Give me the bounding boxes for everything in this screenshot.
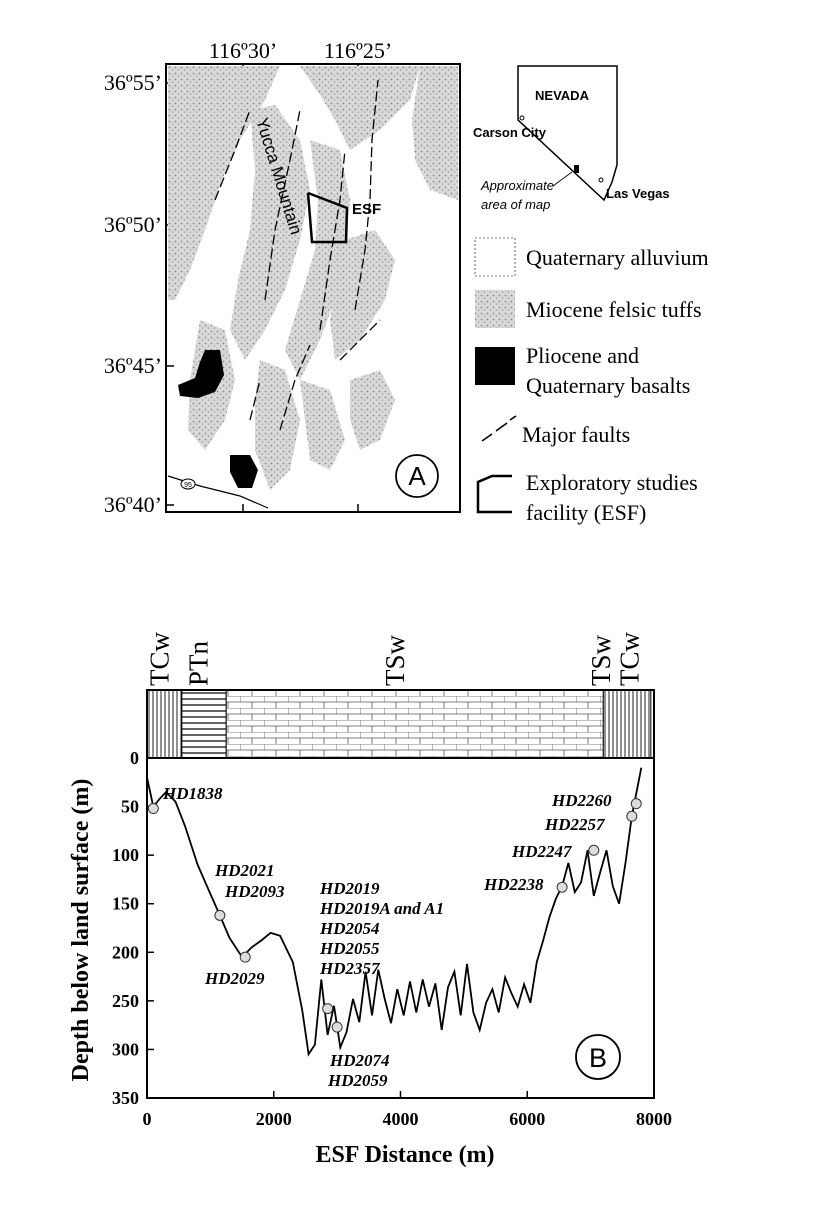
panel-b-label: B bbox=[589, 1043, 607, 1073]
panel-a: 116º30’ 116º25’ 36º55’ 36º50’ 36º45’ 36º… bbox=[104, 38, 709, 525]
inset-note: Approximate bbox=[480, 178, 554, 193]
x-tick-label: 4000 bbox=[383, 1109, 419, 1129]
y-axis-title: Depth below land surface (m) bbox=[68, 779, 94, 1082]
legend-label: Miocene felsic tuffs bbox=[526, 297, 702, 322]
y-tick-label: 300 bbox=[112, 1039, 139, 1059]
sample-label: HD2257 bbox=[544, 815, 606, 834]
legend-label: Major faults bbox=[522, 422, 630, 447]
x-tick-label: 2000 bbox=[256, 1109, 292, 1129]
strat-unit bbox=[225, 689, 604, 759]
legend-label: Pliocene and bbox=[526, 343, 639, 368]
lat-label: 36º50’ bbox=[104, 212, 162, 237]
legend-swatch-tuffs bbox=[475, 290, 515, 328]
sample-point bbox=[626, 810, 638, 822]
faults bbox=[214, 79, 381, 431]
legend-label: Quaternary basalts bbox=[526, 373, 690, 398]
inset-city-label: Carson City bbox=[473, 125, 547, 140]
x-tick-label: 8000 bbox=[636, 1109, 672, 1129]
lat-label: 36º45’ bbox=[104, 353, 162, 378]
sample-point bbox=[214, 909, 226, 921]
inset-note: area of map bbox=[481, 197, 550, 212]
legend-label: Quaternary alluvium bbox=[526, 245, 709, 270]
lon-label: 116º30’ bbox=[209, 38, 277, 63]
sample-label: HD1838 bbox=[162, 784, 223, 803]
sample-labels: HD1838 HD2021 HD2093 HD2019 HD2019A and … bbox=[162, 784, 612, 1090]
legend-esf-symbol bbox=[476, 474, 512, 514]
sample-label: HD2019 bbox=[319, 879, 380, 898]
y-tick-label: 100 bbox=[112, 845, 139, 865]
sample-point bbox=[239, 951, 251, 963]
map-legend: Quaternary alluvium Miocene felsic tuffs… bbox=[474, 237, 709, 525]
sample-point bbox=[588, 844, 600, 856]
x-axis-title: ESF Distance (m) bbox=[315, 1142, 494, 1168]
sample-point bbox=[630, 798, 642, 810]
depth-profile-line bbox=[146, 767, 643, 1057]
sample-label: HD2093 bbox=[224, 882, 285, 901]
nevada-inset: NEVADA Carson City Las Vegas Approximate… bbox=[473, 65, 670, 212]
unit-label: PTn bbox=[184, 640, 214, 686]
strat-unit bbox=[602, 689, 652, 759]
sample-point bbox=[147, 803, 159, 815]
sample-label: HD2247 bbox=[511, 842, 573, 861]
sample-label: HD2055 bbox=[319, 939, 380, 958]
inset-state-label: NEVADA bbox=[535, 88, 590, 103]
sample-points bbox=[147, 798, 642, 1033]
lat-label: 36º40’ bbox=[104, 492, 162, 517]
sample-label: HD2019A and A1 bbox=[319, 899, 444, 918]
sample-label: HD2074 bbox=[329, 1051, 390, 1070]
sample-label: HD2357 bbox=[319, 959, 381, 978]
y-tick-label: 250 bbox=[112, 991, 139, 1011]
unit-label: TSw bbox=[586, 634, 616, 686]
inset-city-label: Las Vegas bbox=[606, 186, 670, 201]
stratigraphic-column bbox=[146, 689, 652, 759]
y-tick-label: 0 bbox=[130, 748, 139, 768]
legend-label: Exploratory studies bbox=[526, 470, 698, 495]
tuff-outcrops bbox=[168, 66, 458, 490]
sample-label: HD2054 bbox=[319, 919, 380, 938]
y-tick-label: 200 bbox=[112, 942, 139, 962]
legend-fault-symbol bbox=[481, 415, 517, 442]
sample-point bbox=[331, 1021, 343, 1033]
sample-label: HD2029 bbox=[204, 969, 265, 988]
sample-point bbox=[556, 881, 568, 893]
y-tick-label: 50 bbox=[121, 797, 139, 817]
panel-a-label: A bbox=[408, 461, 426, 491]
highway-label: 95 bbox=[184, 482, 192, 489]
panel-b-label-circle bbox=[575, 1034, 621, 1080]
sample-label: HD2059 bbox=[327, 1071, 388, 1090]
unit-label: TSw bbox=[380, 634, 410, 686]
panel-a-label-circle bbox=[395, 454, 439, 498]
legend-swatch-basalts bbox=[475, 347, 515, 385]
strat-unit bbox=[146, 689, 183, 759]
lon-label: 116º25’ bbox=[324, 38, 392, 63]
y-tick-label: 350 bbox=[112, 1088, 139, 1108]
x-tick-label: 6000 bbox=[509, 1109, 545, 1129]
y-tick-label: 150 bbox=[112, 894, 139, 914]
sample-point bbox=[322, 1003, 334, 1015]
sample-label: HD2238 bbox=[483, 875, 544, 894]
basalt-patch bbox=[230, 455, 258, 488]
sample-label: HD2021 bbox=[214, 861, 275, 880]
legend-swatch-alluvium bbox=[474, 237, 516, 277]
strat-unit bbox=[181, 689, 227, 759]
basalt-patch bbox=[178, 350, 224, 398]
legend-label: facility (ESF) bbox=[526, 500, 646, 525]
highway-shield bbox=[180, 478, 196, 490]
x-tick-label: 0 bbox=[143, 1109, 152, 1129]
lat-label: 36º55’ bbox=[104, 70, 162, 95]
esf-label: ESF bbox=[352, 201, 381, 218]
unit-label: TCw bbox=[615, 631, 645, 686]
unit-label: TCw bbox=[144, 631, 174, 686]
esf-outline bbox=[306, 191, 349, 244]
sample-label: HD2260 bbox=[551, 791, 612, 810]
